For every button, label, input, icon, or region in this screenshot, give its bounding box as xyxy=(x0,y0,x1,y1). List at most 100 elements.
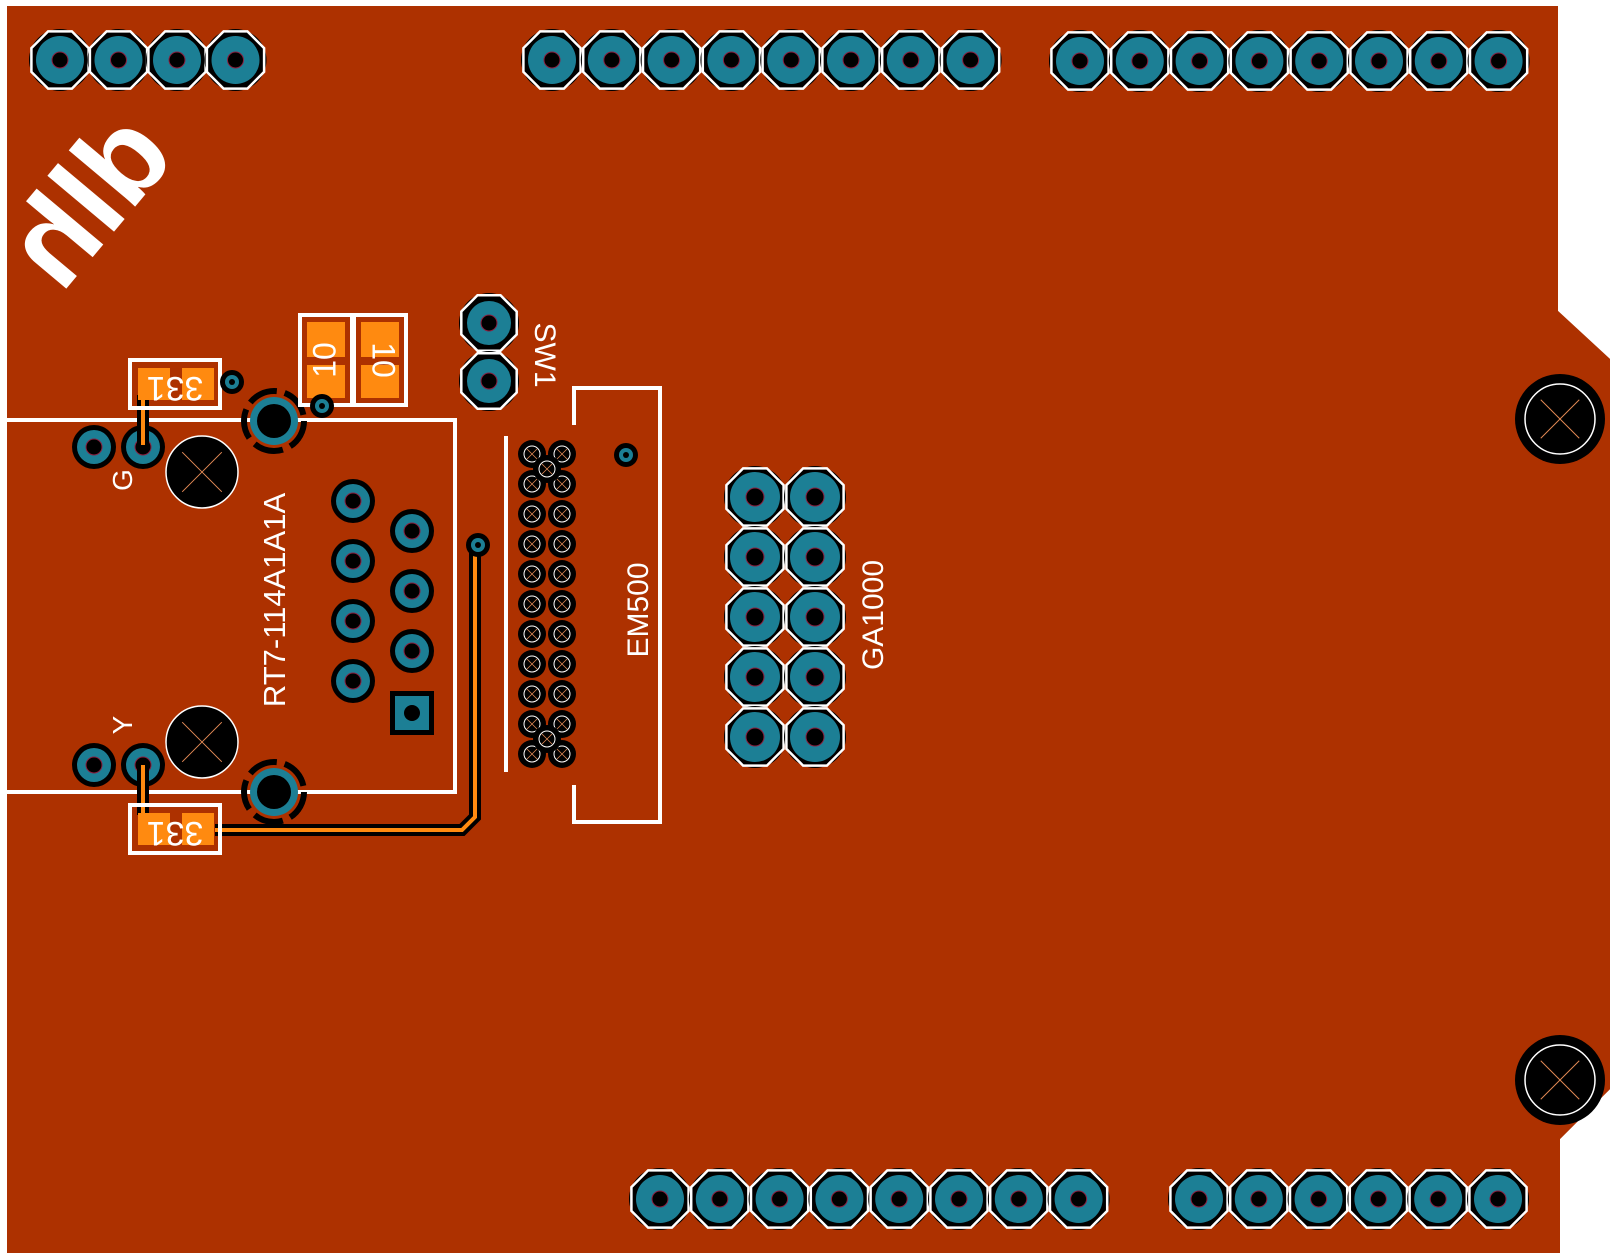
through-hole-pad xyxy=(459,351,519,411)
em500-pin xyxy=(548,560,576,588)
traces xyxy=(137,395,481,836)
through-hole-pad xyxy=(700,29,763,91)
pad-drill xyxy=(962,51,980,69)
pad-drill xyxy=(805,547,825,567)
rj45-connector: RT7-114A1A1A G Y xyxy=(5,388,457,825)
through-hole-pad xyxy=(724,706,786,768)
vias xyxy=(220,370,638,557)
pad-drill xyxy=(1071,52,1089,70)
pad-drill xyxy=(1250,1190,1268,1208)
pin-outline xyxy=(523,595,541,613)
pad-drill xyxy=(168,51,186,69)
pad-drill xyxy=(950,1190,968,1208)
pin-cross-b xyxy=(556,478,568,490)
through-hole-pad xyxy=(1168,30,1231,92)
pin-outline xyxy=(523,715,541,733)
ga1000-ref-label: GA1000 xyxy=(857,560,890,670)
pin-outline xyxy=(523,745,541,763)
through-hole-pad xyxy=(87,29,150,91)
pad-drill xyxy=(842,51,860,69)
pin-outline xyxy=(553,505,571,523)
through-hole-pad xyxy=(808,1168,871,1230)
through-hole-pad xyxy=(521,29,583,91)
pad-drill xyxy=(403,582,421,600)
resistor-pad-1 xyxy=(138,368,170,400)
pin-cross-b xyxy=(556,568,568,580)
pad-drill xyxy=(344,672,362,690)
em500-pin xyxy=(548,590,576,618)
pin-cross-b xyxy=(556,628,568,640)
through-hole-pad xyxy=(724,526,786,588)
hole-cross-b xyxy=(1540,1060,1580,1100)
through-hole-pad xyxy=(331,659,375,703)
cap-left-pad-2 xyxy=(307,365,345,398)
em500-pins xyxy=(518,440,576,768)
via xyxy=(614,443,638,467)
shield-clearance-ring xyxy=(241,759,307,825)
through-hole-pad xyxy=(868,1168,931,1230)
pin-outline xyxy=(523,565,541,583)
rj45-ref-label: RT7-114A1A1A xyxy=(257,493,292,708)
pad-drill xyxy=(745,727,765,747)
em500-pin xyxy=(548,620,576,648)
through-hole-pad xyxy=(760,29,823,91)
through-hole-pad xyxy=(121,425,165,469)
pin-outline xyxy=(523,625,541,643)
resistor-value: 331 xyxy=(147,814,204,852)
pad-drill xyxy=(227,51,244,69)
pad-drill xyxy=(651,1190,669,1208)
pad-drill xyxy=(1490,52,1508,70)
through-hole-pad xyxy=(331,599,375,643)
pin-cross-b xyxy=(541,463,553,475)
through-hole-pad xyxy=(459,293,519,353)
pin-outline xyxy=(553,565,571,583)
pin-outline xyxy=(553,535,571,553)
header-top-left xyxy=(29,29,267,91)
pad-drill xyxy=(257,404,291,438)
pin-cross-b xyxy=(526,448,538,460)
resistor-silk-box xyxy=(128,358,222,410)
pin-outline xyxy=(523,445,541,463)
through-hole-pad xyxy=(1407,1168,1470,1230)
led-g-label: G xyxy=(107,469,138,491)
cap-left-pad-1 xyxy=(307,322,345,357)
pin-cross-b xyxy=(526,718,538,730)
pad-drill xyxy=(805,667,825,687)
pad-drill xyxy=(404,705,420,721)
pad-drill xyxy=(85,438,103,456)
rj45-silk-outline xyxy=(5,418,457,794)
pad-drill xyxy=(1190,1190,1208,1208)
via xyxy=(310,394,334,418)
em500-pin xyxy=(548,530,576,558)
via xyxy=(466,533,490,557)
mounting-hole xyxy=(1515,374,1605,464)
pin-cross-b xyxy=(556,658,568,670)
through-hole-pad xyxy=(390,569,434,613)
pin-cross-b xyxy=(541,733,553,745)
pad-drill xyxy=(1430,52,1448,70)
em500-pin xyxy=(533,725,561,753)
em500-ref-label: EM500 xyxy=(622,562,655,657)
pad-drill xyxy=(902,51,920,69)
pin-cross-b xyxy=(556,598,568,610)
pad-drill xyxy=(543,51,561,69)
capacitor-pair: 10 10 xyxy=(298,313,408,407)
through-hole-pad xyxy=(820,29,882,91)
through-hole-pad xyxy=(204,29,267,91)
hole-cross-b xyxy=(181,721,223,763)
pad-drill xyxy=(1489,1190,1507,1208)
pad-drill xyxy=(1310,1190,1328,1208)
pad-drill xyxy=(1310,52,1328,70)
pad-drill xyxy=(745,487,765,507)
through-hole-pad xyxy=(879,29,942,91)
through-hole-pad xyxy=(1347,1168,1410,1230)
em500-pin xyxy=(518,500,546,528)
pad-drill xyxy=(805,487,825,507)
pad-drill xyxy=(745,667,765,687)
pin-outline xyxy=(523,535,541,553)
through-hole-pad xyxy=(1287,1168,1350,1230)
through-hole-pad xyxy=(1108,30,1171,92)
switch-sw1: SW1 xyxy=(459,293,561,411)
pin-headers xyxy=(29,29,1530,1230)
em500-pin xyxy=(518,650,546,678)
